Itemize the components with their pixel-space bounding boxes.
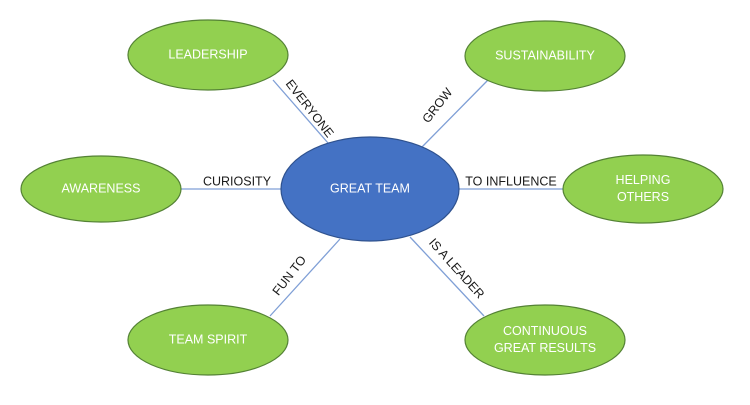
connector-team-spirit [269,238,341,317]
node-shape-team-spirit [127,304,289,376]
connector-sustainability [421,79,489,148]
node-label-leadership: LEADERSHIP [168,47,247,61]
node-shape-sustainability [464,20,626,92]
node-label-continuous-great-results: CONTINUOUS [503,324,587,338]
node-leadership: LEADERSHIP [127,19,289,91]
connector-label-leadership: EVERYONE [283,77,337,140]
center-node-label: GREAT TEAM [330,181,410,195]
node-helping-others: HELPING OTHERS [562,154,724,224]
connector-label-awareness: CURIOSITY [203,174,272,188]
node-label-sustainability: SUSTAINABILITY [495,48,595,62]
node-sustainability: SUSTAINABILITY [464,20,626,92]
connector-label-team-spirit: FUN TO [270,253,310,298]
connector-label-helping-others: TO INFLUENCE [465,174,556,188]
center-node-shape [280,136,460,242]
connector-label-sustainability: GROW [420,85,456,126]
node-label-helping-others: HELPING [616,173,671,187]
nodes: LEADERSHIP SUSTAINABILITY AWARENESS HELPING… [20,19,724,376]
node-label-continuous-great-results: GREAT RESULTS [494,341,596,355]
connectors [181,79,563,317]
node-label-team-spirit: TEAM SPIRIT [169,332,248,346]
node-awareness: AWARENESS [20,155,182,223]
node-label-awareness: AWARENESS [62,181,141,195]
node-shape-awareness [20,155,182,223]
node-shape-leadership [127,19,289,91]
connector-label-continuous-great-results: IS A LEADER [426,236,487,302]
node-team-spirit: TEAM SPIRIT [127,304,289,376]
node-label-helping-others: OTHERS [617,190,669,204]
center-node: GREAT TEAM [280,136,460,242]
node-continuous-great-results: CONTINUOUS GREAT RESULTS [464,304,626,376]
connector-leadership [272,79,329,144]
connector-continuous-great-results [409,236,485,317]
node-shape-continuous-great-results [464,304,626,376]
node-shape-helping-others [562,154,724,224]
